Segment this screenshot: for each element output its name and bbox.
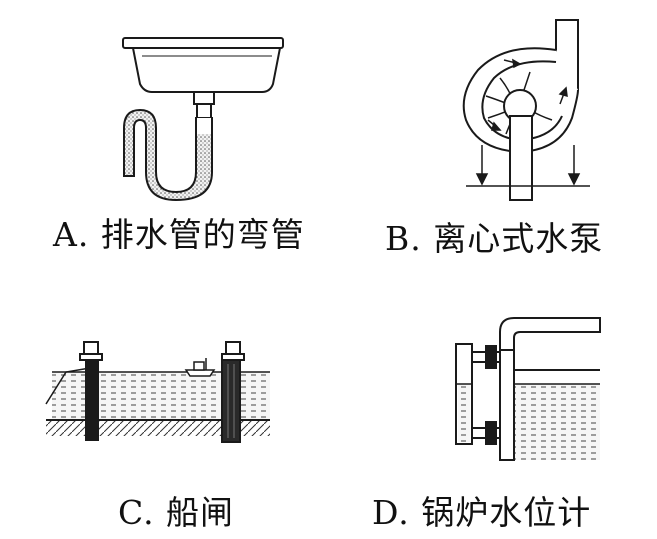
trap-air-gap	[197, 118, 211, 134]
caption-b: B. 离心式水泵	[385, 219, 604, 258]
sink-basin	[122, 37, 284, 93]
caption-d: D. 锅炉水位计	[372, 493, 592, 532]
caption-c: C. 船闸	[118, 493, 235, 532]
pressure-arrows	[475, 145, 581, 186]
gauge-connectors	[471, 345, 501, 445]
pump-inlet-pipe	[509, 115, 533, 201]
boiler-water	[514, 384, 600, 460]
flow-arrows	[487, 58, 568, 131]
gauge-tube	[455, 343, 473, 445]
ship	[184, 358, 216, 377]
caption-a: A. 排水管的弯管	[53, 215, 305, 254]
boiler-top-pipe	[499, 317, 601, 350]
lock-gate-left	[79, 341, 103, 441]
trap-water	[123, 108, 213, 202]
boiler-wall	[499, 349, 600, 461]
lock-gate-right	[221, 341, 245, 443]
